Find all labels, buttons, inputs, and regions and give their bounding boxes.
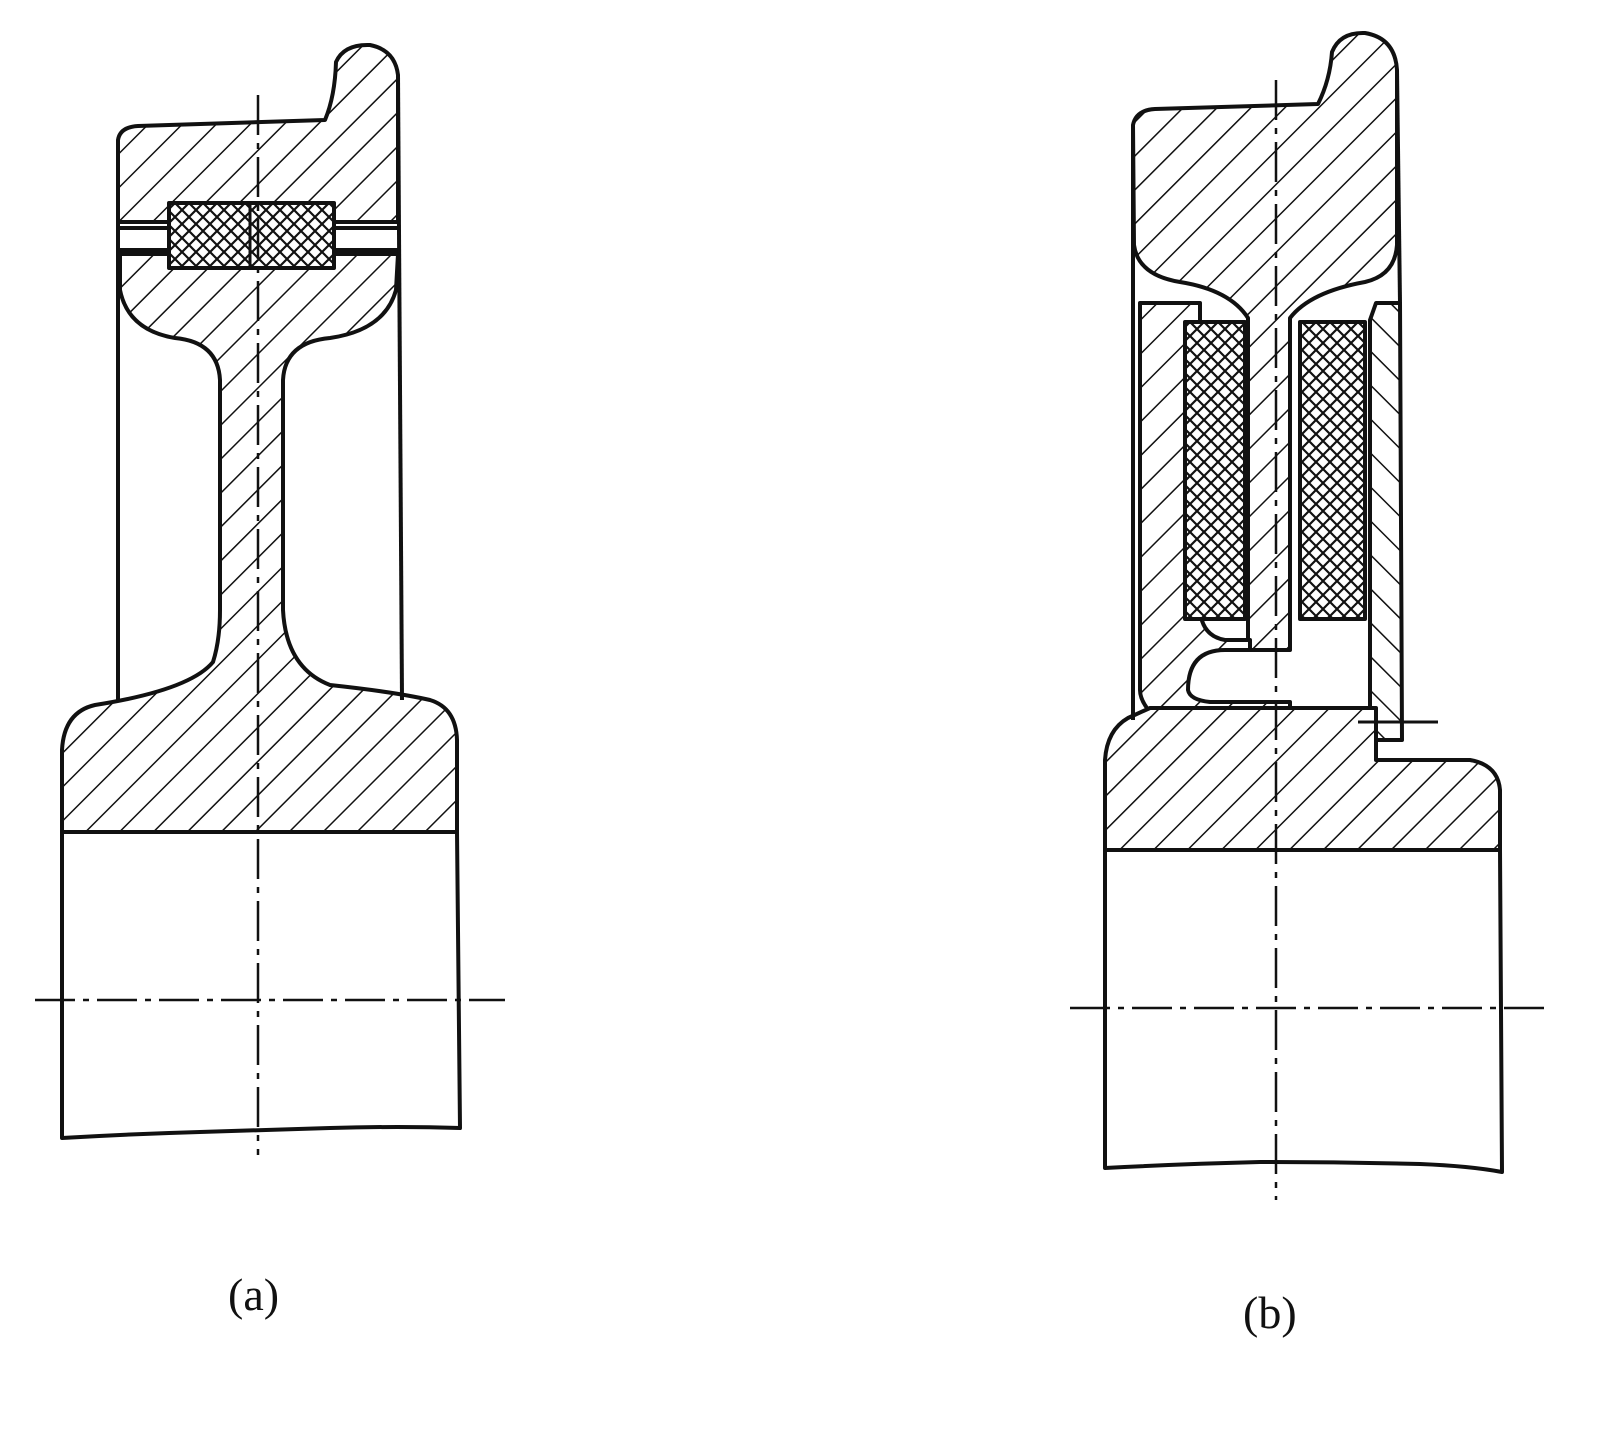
panel-b-winding-left (1183, 320, 1247, 621)
panel-b-winding-right (1298, 320, 1367, 621)
panel-b-jacket-right (1368, 301, 1404, 742)
panel-b-shaft (1103, 849, 1504, 1174)
panel-a-shaft (60, 831, 462, 1140)
panel-b-side-right (1395, 69, 1402, 304)
panel-b (1070, 30, 1550, 1200)
panel-b-caption: (b) (1243, 1287, 1297, 1338)
panel-b-jacket-left (1138, 301, 1292, 714)
panel-a (35, 42, 505, 1155)
panel-a-caption: (a) (228, 1269, 280, 1320)
panel-b-head (1131, 30, 1399, 652)
panel-a-side-right (396, 74, 404, 701)
panel-b-base (1103, 706, 1502, 852)
